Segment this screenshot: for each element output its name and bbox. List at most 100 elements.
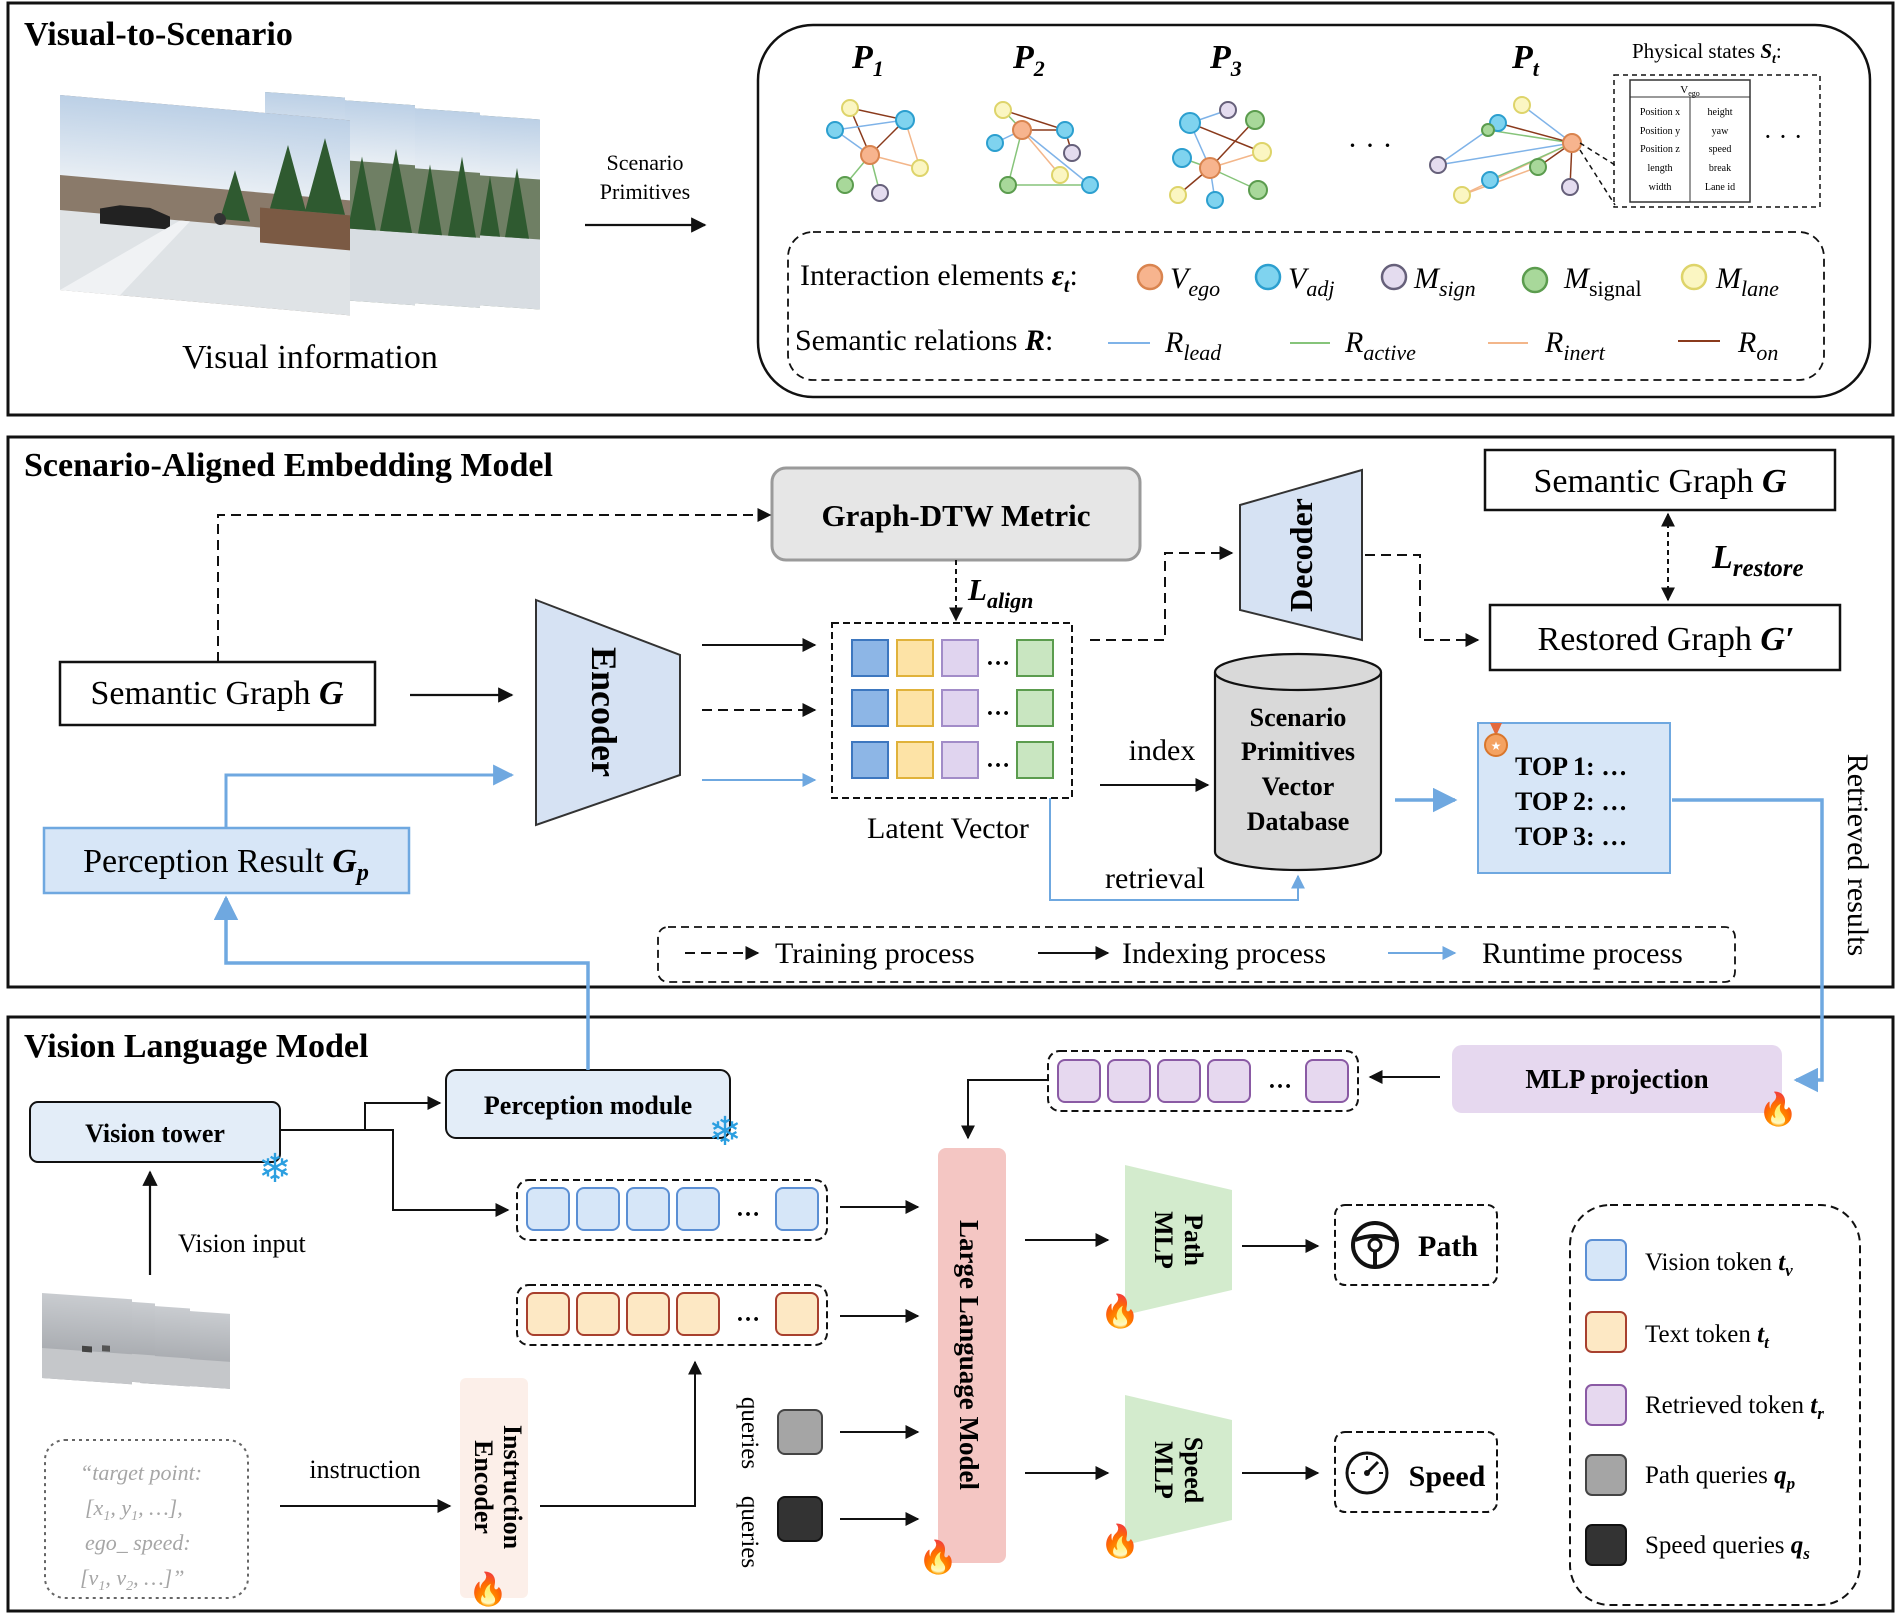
steering-wheel-icon xyxy=(1351,1221,1399,1269)
callout-line-bottom xyxy=(1579,149,1616,206)
physical-states-ellipsis: · · · xyxy=(1764,122,1803,151)
vision-token-sequence xyxy=(516,1179,828,1241)
latent-vector-box xyxy=(831,622,1073,799)
mlp-projection-trainable-icon: 🔥 xyxy=(1758,1091,1798,1127)
svg-text:Vego: Vego xyxy=(1170,262,1220,301)
svg-text:Rinert: Rinert xyxy=(1544,326,1606,365)
legend-runtime-label: Runtime process xyxy=(1482,937,1683,970)
svg-text:…: … xyxy=(986,645,1010,671)
perception-module-frozen-icon: ❄ xyxy=(708,1109,742,1154)
primitive-p2-label: P2 xyxy=(1012,39,1045,81)
perception-module-to-result-arrow xyxy=(213,895,590,1070)
primitive-p1-label: P1 xyxy=(851,39,884,81)
latent-to-decoder-arrow xyxy=(1090,546,1234,641)
encoder-label: Encoder xyxy=(584,647,624,777)
restored-graph-label: Restored Graph G′ xyxy=(1538,621,1795,658)
l-align-label: Lalign xyxy=(967,572,1033,613)
retrieved-tokens-to-llm-arrow xyxy=(961,1079,1048,1140)
legend-indexing-label: Indexing process xyxy=(1122,937,1326,970)
interaction-elements-label: Interaction elements εt: xyxy=(800,259,1078,297)
vision-tower-label: Vision tower xyxy=(85,1119,225,1148)
path-queries-label: queries xyxy=(736,1397,763,1469)
state-right-3: break xyxy=(1709,163,1731,174)
svg-text:❄: ❄ xyxy=(258,1146,292,1191)
callout-line-top xyxy=(1579,142,1616,166)
speed-mlp-label-2: MLP xyxy=(1149,1441,1178,1499)
visual-information-label: Visual information xyxy=(182,339,438,376)
database-label-line-1: Scenario xyxy=(1250,703,1347,732)
perception-result-box xyxy=(42,826,411,895)
path-output-box xyxy=(1334,1204,1498,1286)
svg-text:…: … xyxy=(736,1301,760,1327)
element-v-ego: Vego xyxy=(1136,262,1220,301)
speed-mlp-block xyxy=(1125,1395,1232,1545)
llm-label: Large Language Model xyxy=(954,1220,984,1490)
instruction-encoder-trainable-icon: 🔥 xyxy=(468,1571,508,1607)
perception-result-label: Perception Result Gp xyxy=(83,843,369,886)
legend-text-token: Text token tt xyxy=(1585,1311,1770,1353)
state-left-1: Position y xyxy=(1640,126,1680,137)
latent-vector-label: Latent Vector xyxy=(867,812,1029,845)
svg-text:Ron: Ron xyxy=(1737,326,1778,365)
svg-text:🔥: 🔥 xyxy=(1758,1091,1798,1127)
svg-text:★: ★ xyxy=(1491,739,1502,753)
text-token-sequence xyxy=(516,1284,828,1346)
svg-text:❄: ❄ xyxy=(708,1109,742,1154)
path-mlp-label-2: MLP xyxy=(1149,1211,1178,1269)
legend-speed-queries: Speed queries qs xyxy=(1585,1524,1810,1566)
speed-query-token xyxy=(777,1496,823,1542)
driving-image-stack xyxy=(60,92,540,316)
svg-text:…: … xyxy=(986,747,1010,773)
semantic-graph-left-box xyxy=(58,660,377,727)
legend-training-label: Training process xyxy=(775,937,975,970)
training-arrow-to-dtw xyxy=(217,508,772,662)
section-embedding-frame xyxy=(6,435,1895,989)
primitives-container xyxy=(756,23,1872,399)
database-label-line-2: Primitives xyxy=(1241,737,1355,766)
top-results-box xyxy=(1477,722,1671,874)
primitive-p3-label: P3 xyxy=(1209,39,1242,81)
vision-input-label: Vision input xyxy=(178,1229,307,1258)
speed-mlp-trainable-icon: 🔥 xyxy=(1100,1523,1140,1559)
text-tokens: … xyxy=(526,1292,819,1336)
section-title-vlm: Vision Language Model xyxy=(24,1028,368,1065)
element-legend-box xyxy=(787,231,1825,381)
svg-text:Msign: Msign xyxy=(1413,262,1476,301)
svg-text:Rlead: Rlead xyxy=(1164,326,1222,365)
relation-r-on: Ron xyxy=(1678,326,1778,365)
vision-tokens: … xyxy=(526,1187,819,1231)
instruction-text-line-4: [v1, v2, …]” xyxy=(80,1565,184,1594)
index-label: index xyxy=(1129,734,1196,767)
svg-text:…: … xyxy=(1268,1068,1292,1094)
speed-output-box xyxy=(1334,1431,1498,1513)
top-result-1: TOP 1: … xyxy=(1515,752,1627,781)
state-right-4: Lane id xyxy=(1705,182,1735,193)
encoder-block xyxy=(535,598,681,827)
path-mlp-label-1: Path xyxy=(1179,1214,1208,1267)
svg-text:…: … xyxy=(986,695,1010,721)
svg-text:Ractive: Ractive xyxy=(1344,326,1416,365)
element-m-sign: Msign xyxy=(1380,262,1476,301)
perception-result-to-encoder-arrow xyxy=(224,764,515,828)
relation-r-inert: Rinert xyxy=(1488,326,1606,365)
svg-text:Msignal: Msignal xyxy=(1563,262,1642,301)
relation-r-lead: Rlead xyxy=(1108,326,1222,365)
svg-text:🔥: 🔥 xyxy=(468,1571,508,1607)
graph-p3 xyxy=(1169,101,1272,209)
instruction-encoder-to-text-tokens-arrow xyxy=(540,1360,702,1507)
instruction-encoder-label-2: Encoder xyxy=(469,1440,498,1534)
llm-block xyxy=(938,1148,1006,1563)
medal-icon: ★ xyxy=(1484,723,1508,757)
state-right-2: speed xyxy=(1709,144,1732,155)
path-mlp-trainable-icon: 🔥 xyxy=(1100,1293,1140,1329)
svg-text:Vision token tv: Vision token tv xyxy=(1645,1249,1793,1280)
graph-dtw-metric-label: Graph-DTW Metric xyxy=(822,498,1091,533)
instruction-encoder-box xyxy=(460,1378,528,1598)
restored-graph-box xyxy=(1488,603,1842,672)
instruction-text-line-2: [x1, y1, …], xyxy=(85,1495,183,1524)
graph-p2 xyxy=(986,101,1099,194)
mlp-projection-box xyxy=(1452,1045,1782,1113)
speed-queries-label: queries xyxy=(736,1496,763,1568)
element-m-signal: Msignal xyxy=(1521,262,1642,301)
